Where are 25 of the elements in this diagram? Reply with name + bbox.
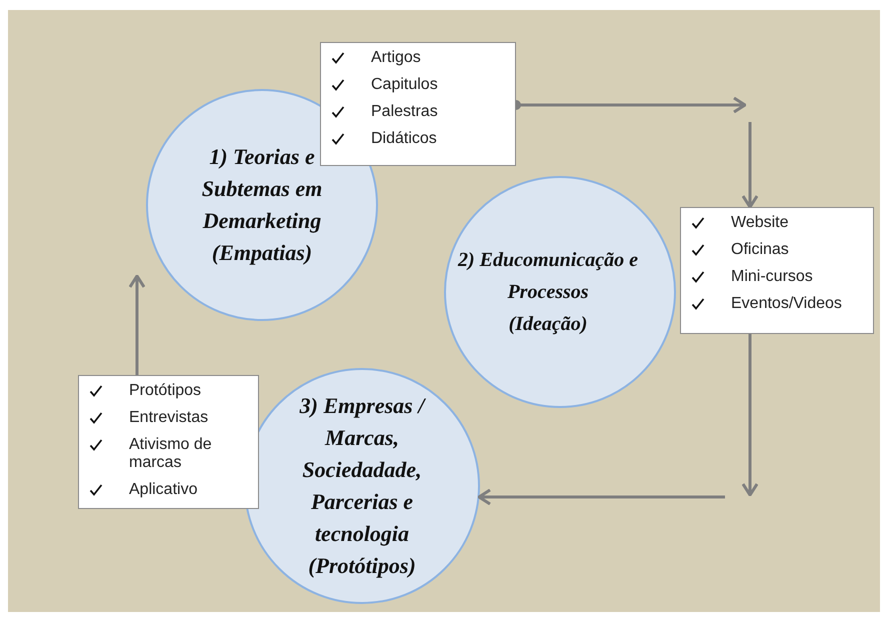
list-item-text: Aplicativo — [129, 481, 198, 499]
list-item-text: Capitulos — [371, 76, 439, 94]
list-item-text: Eventos/Videos — [731, 295, 843, 313]
stage-title: 1) Teorias e Subtemas em Demarketing — [200, 143, 324, 235]
arrow — [478, 488, 725, 506]
list-item-text: Didáticos — [371, 130, 438, 148]
list-item-text: Website — [731, 214, 790, 232]
arrow — [128, 274, 146, 375]
arrow — [742, 334, 758, 496]
checklist-box — [78, 375, 259, 509]
list-item-text: Protótipos — [129, 382, 202, 400]
checklist-box — [320, 42, 516, 166]
list-item-text: Mini-cursos — [731, 268, 814, 286]
stage-title: 3) Empresas / Marcas, Sociedadade, Parcerias e tecnologia — [298, 392, 427, 548]
list-item-text: Entrevistas — [129, 409, 210, 427]
stage-title: 2) Educomunicação e Processos — [458, 248, 638, 305]
list-item-text: Ativismo de marcas — [129, 436, 213, 472]
stage-title: (Protótipos) — [307, 552, 417, 580]
stage-title: (Ideação) — [508, 312, 588, 337]
list-item-text: Oficinas — [731, 241, 790, 259]
list-item-text: Artigos — [371, 49, 422, 67]
arrow — [742, 122, 758, 208]
checklist-box — [680, 207, 874, 334]
list-item-text: Palestras — [371, 103, 439, 121]
stage-title: (Empatias) — [210, 239, 314, 267]
